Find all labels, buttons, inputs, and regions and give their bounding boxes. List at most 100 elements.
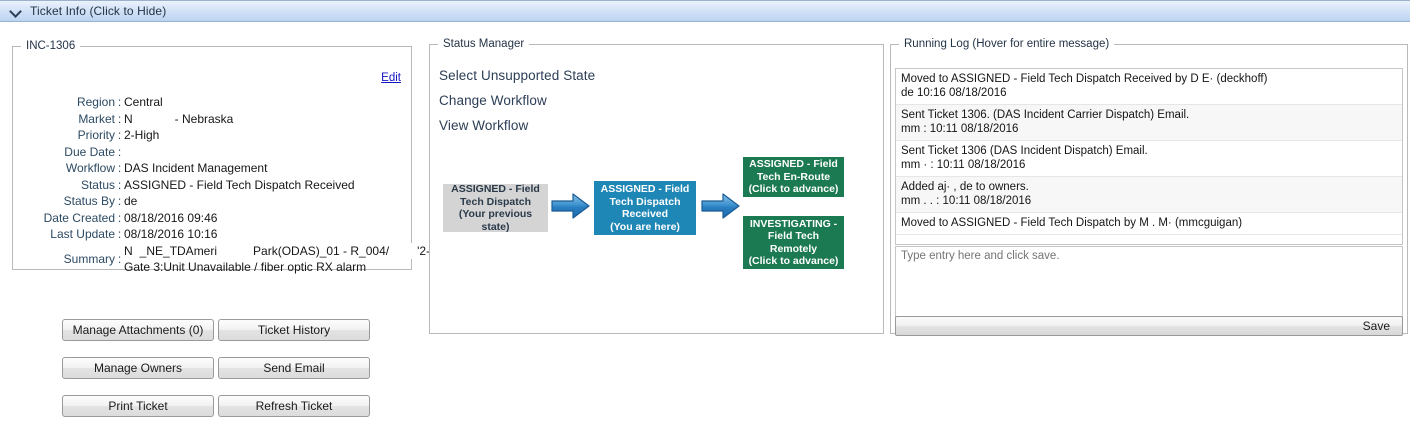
list-item[interactable]: Sent Ticket 1306 (DAS Incident Dispatch)… (896, 141, 1402, 177)
redacted-region (389, 242, 418, 259)
field-separator: : (117, 161, 122, 175)
running-log-list[interactable]: Moved to ASSIGNED - Field Tech Dispatch … (895, 68, 1403, 245)
list-item[interactable]: Added aj· , de to owners. mm . . : 10:11… (896, 177, 1402, 213)
status-manager-legend: Status Manager (443, 38, 525, 50)
list-item[interactable]: Moved to ASSIGNED - Field Tech Dispatch … (896, 213, 1402, 235)
ticket-id-legend: INC-1306 (26, 40, 76, 52)
state-line: ASSIGNED - Field (749, 158, 838, 171)
log-message: Sent Ticket 1306. (DAS Incident Carrier … (901, 109, 1190, 121)
summary-value: N _NE_TDAmeri Park(ODAS)_01 - R_004/ '2-… (124, 242, 438, 276)
save-button[interactable]: Save (895, 316, 1403, 336)
log-meta: mm · : 10:11 08/18/2016 (901, 159, 1026, 171)
change-workflow-link[interactable]: Change Workflow (439, 93, 547, 108)
field-label: Summary (63, 251, 115, 266)
table-row: Date Created : 08/18/2016 09:46 (13, 210, 411, 227)
workflow-diagram: ASSIGNED - Field Tech Dispatch (Your pre… (430, 50, 883, 333)
view-workflow-link[interactable]: View Workflow (439, 118, 529, 133)
summary-line-2: Gate 3:Unit Unavailable / fiber optic RX… (124, 260, 367, 274)
chevron-down-icon (9, 4, 23, 18)
summary-part-c: Park(ODAS)_01 - R_004/ (253, 243, 390, 258)
log-message: Moved to ASSIGNED - Field Tech Dispatch … (901, 73, 1268, 85)
redacted-region (132, 110, 175, 127)
table-row: Last Update : 08/18/2016 10:16 (13, 226, 411, 243)
field-value: 2-High (124, 128, 160, 142)
log-message: Sent Ticket 1306 (DAS Incident Dispatch)… (901, 145, 1148, 157)
running-log-panel: Running Log (Hover for entire message) M… (890, 38, 1408, 336)
log-message: Moved to ASSIGNED - Field Tech Dispatch … (901, 217, 1243, 229)
field-separator: : (117, 227, 122, 241)
redacted-region (217, 242, 254, 259)
state-line: ASSIGNED - Field (600, 183, 690, 195)
field-value (124, 144, 411, 161)
state-line: Tech Dispatch (609, 195, 681, 208)
table-row: Priority : 2-High (13, 127, 411, 144)
header-title: Ticket Info (Click to Hide) (30, 4, 167, 18)
field-label: Region (76, 95, 115, 109)
table-row: Summary : N _NE_TDAmeri Park(ODAS)_01 - … (13, 242, 438, 276)
field-value: N - Nebraska (124, 110, 411, 127)
field-value: 08/18/2016 09:46 (124, 210, 218, 225)
print-ticket-button[interactable]: Print Ticket (62, 395, 214, 417)
list-item[interactable]: Sent Ticket 1306. (DAS Incident Carrier … (896, 105, 1402, 141)
log-meta: mm : 10:11 08/18/2016 (901, 123, 1019, 135)
arrow-right-icon (551, 193, 590, 219)
field-value: 08/18/2016 10:16 (124, 227, 218, 241)
send-email-button[interactable]: Send Email (218, 357, 370, 379)
list-item[interactable]: Moved to ASSIGNED - Field Tech Dispatch … (896, 69, 1402, 105)
field-separator: : (117, 111, 122, 126)
running-log-legend: Running Log (Hover for entire message) (904, 38, 1110, 50)
state-line: Tech En-Route (756, 170, 831, 183)
workflow-state-current: ASSIGNED - Field Tech Dispatch Received … (594, 181, 696, 235)
arrow-right-icon (701, 193, 740, 219)
log-meta: mm . . : 10:11 08/18/2016 (901, 195, 1032, 207)
field-label: Market (78, 111, 115, 126)
field-separator: : (117, 128, 122, 142)
table-row: Due Date : (13, 144, 411, 161)
select-unsupported-state-link[interactable]: Select Unsupported State (439, 68, 596, 83)
log-meta: de 10:16 08/18/2016 (901, 87, 1007, 99)
field-value: Central (124, 95, 163, 109)
table-row: Status : ASSIGNED - Field Tech Dispatch … (13, 177, 411, 194)
state-line: (Click to advance) (748, 183, 839, 196)
redacted-region (132, 242, 140, 259)
table-row: Region : Central (13, 94, 411, 111)
edit-link[interactable]: Edit (381, 72, 401, 84)
state-line: Remotely (769, 242, 818, 255)
status-manager-links: Select Unsupported State Change Workflow… (439, 68, 595, 143)
field-separator: : (117, 95, 122, 109)
table-row: Market : N - Nebraska (13, 110, 411, 127)
field-label: Priority (77, 128, 115, 142)
field-value-tail: - Nebraska (174, 111, 234, 126)
manage-owners-button[interactable]: Manage Owners (62, 357, 214, 379)
ticket-info-panel: INC-1306 Edit Region : Central Market : … (12, 40, 438, 274)
state-line: (Click to advance) (748, 255, 839, 267)
table-row: Workflow : DAS Incident Management (13, 160, 411, 177)
state-line: ASSIGNED - Field (451, 183, 540, 195)
manage-attachments-button[interactable]: Manage Attachments (0) (62, 319, 214, 341)
workflow-state-next-investigating[interactable]: INVESTIGATING - Field Tech Remotely (Cli… (743, 216, 844, 269)
log-message: Added aj· , de to owners. (901, 181, 1029, 193)
state-line: state) (481, 220, 510, 233)
field-separator: : (117, 177, 122, 192)
field-label: Workflow (65, 161, 115, 175)
ticket-field-table: Region : Central Market : N - Nebraska P… (13, 94, 438, 276)
field-separator: : (117, 251, 122, 266)
ticket-info-collapse-header[interactable]: Ticket Info (Click to Hide) (0, 0, 1410, 22)
state-line: Tech Dispatch (460, 195, 531, 208)
field-separator: : (117, 144, 122, 159)
workflow-state-next-en-route[interactable]: ASSIGNED - Field Tech En-Route (Click to… (743, 157, 844, 197)
field-label: Status By (63, 194, 115, 208)
field-label: Last Update (50, 227, 115, 241)
state-line: (Your previous (458, 208, 533, 220)
field-value: DAS Incident Management (124, 161, 268, 175)
field-separator: : (117, 210, 122, 225)
refresh-ticket-button[interactable]: Refresh Ticket (218, 395, 370, 417)
state-line: INVESTIGATING - (749, 217, 838, 230)
table-row: Status By : de (13, 193, 411, 210)
field-value: de (124, 194, 138, 208)
field-label: Date Created (43, 210, 115, 225)
ticket-history-button[interactable]: Ticket History (218, 319, 370, 341)
field-label: Due Date (64, 144, 115, 159)
workflow-state-previous: ASSIGNED - Field Tech Dispatch (Your pre… (443, 183, 548, 233)
